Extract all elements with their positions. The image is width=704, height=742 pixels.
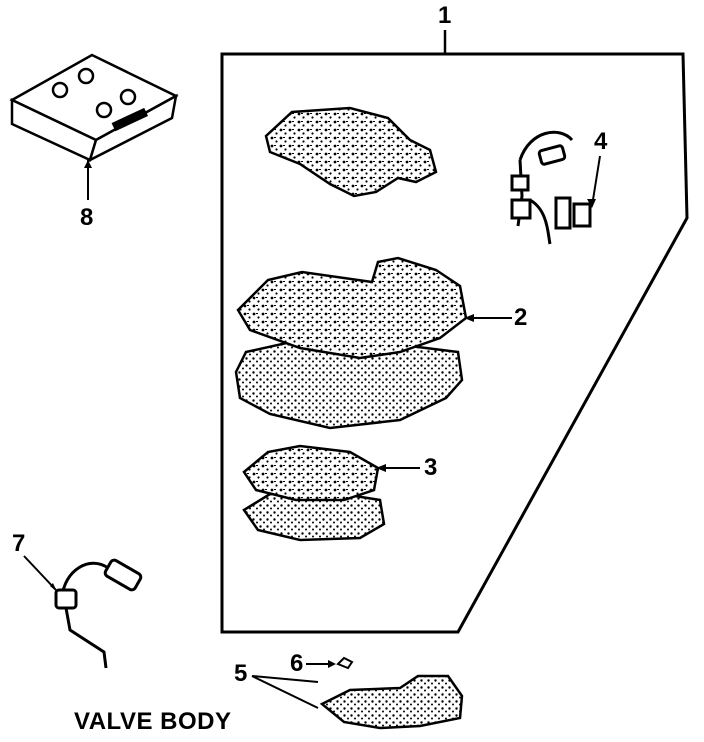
assembly-outline [220, 52, 689, 634]
callout-5-leader-a [251, 675, 319, 683]
callout-5: 5 [234, 660, 248, 687]
part-5-gasket [319, 656, 464, 730]
callout-1: 1 [438, 2, 452, 29]
part-4-solenoid [510, 130, 592, 245]
callout-2: 2 [514, 304, 528, 331]
part-8-module [9, 53, 179, 163]
part-2-valve-body [234, 256, 468, 430]
callout-5-leader-b [251, 675, 319, 709]
callout-7-leader [23, 555, 57, 591]
callout-4-leader [591, 155, 601, 207]
callout-4: 4 [594, 128, 608, 155]
part-3-plate [242, 444, 386, 542]
upper-valve-body [264, 106, 438, 198]
callout-3: 3 [424, 454, 438, 481]
part-7-sensor [54, 558, 143, 669]
callout-8: 8 [80, 204, 94, 231]
diagram-caption: VALVE BODY [74, 708, 232, 735]
callout-6: 6 [290, 650, 304, 677]
callout-7: 7 [12, 530, 26, 557]
